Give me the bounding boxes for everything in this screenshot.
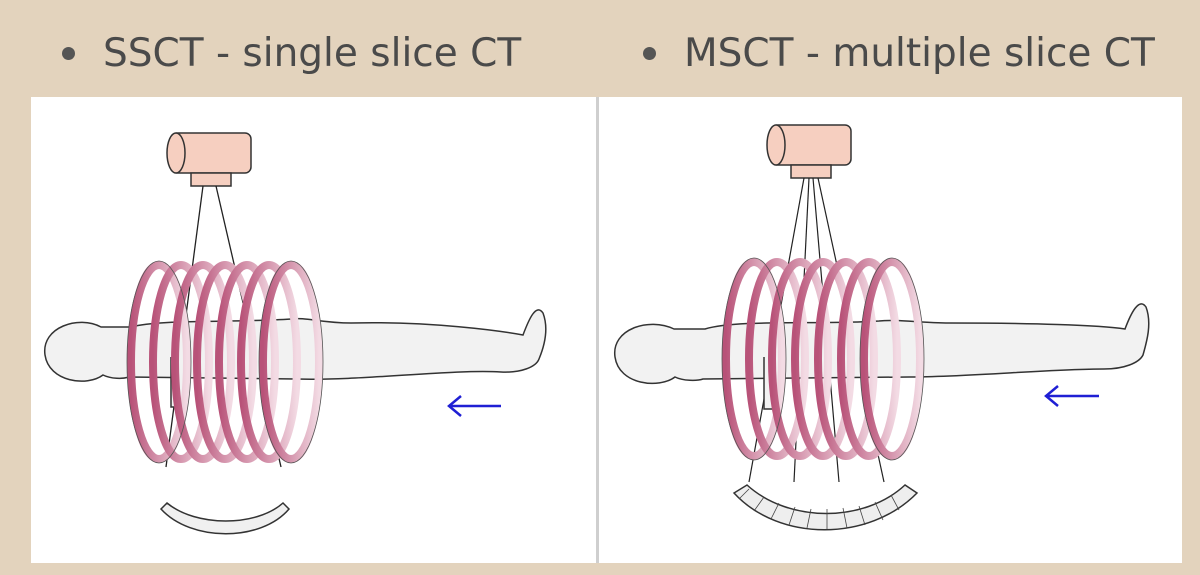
detector-single-row	[161, 503, 289, 534]
detector-multi-row	[734, 485, 917, 530]
msct-illustration	[599, 97, 1182, 563]
heading-msct: MSCT - multiple slice CT	[643, 28, 1155, 78]
bullet-icon	[643, 47, 656, 60]
patient-figure	[615, 304, 1149, 409]
arrow-left-icon	[449, 396, 501, 416]
arrow-left-icon	[1046, 386, 1099, 406]
heading-ssct-text: SSCT - single slice CT	[103, 31, 521, 76]
heading-msct-text: MSCT - multiple slice CT	[684, 31, 1155, 76]
heading-ssct: SSCT - single slice CT	[62, 28, 521, 78]
ssct-illustration	[31, 97, 596, 563]
bullet-icon	[62, 47, 75, 60]
xray-tube	[767, 125, 851, 178]
xray-tube	[167, 133, 251, 186]
